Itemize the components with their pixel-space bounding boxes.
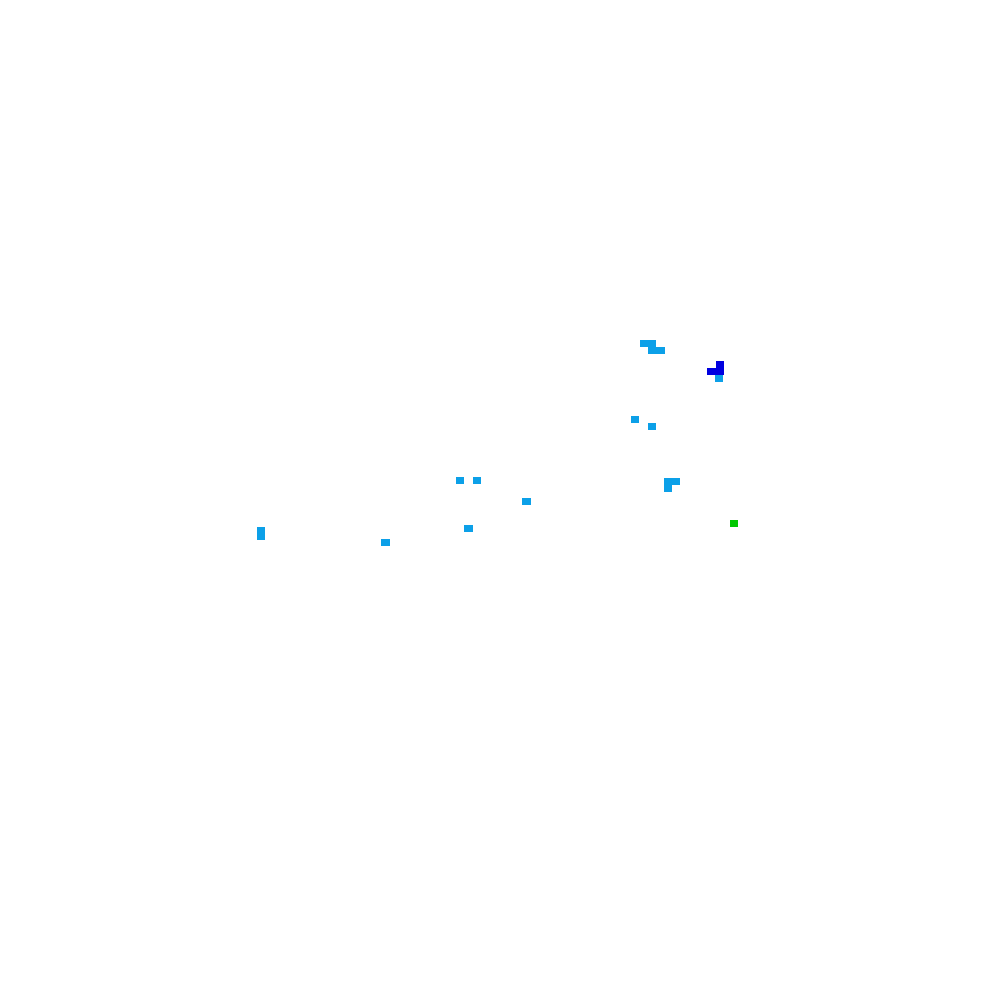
cell-light-blue: [522, 498, 531, 505]
cell-light-blue: [381, 539, 390, 546]
cell-light-blue: [473, 477, 481, 484]
cell-green: [730, 520, 738, 527]
cell-light-blue: [715, 375, 723, 382]
cell-light-blue: [648, 423, 656, 430]
cell-light-blue: [640, 340, 656, 347]
cell-light-blue: [257, 527, 265, 540]
cell-dark-blue: [707, 368, 724, 375]
cell-light-blue: [456, 477, 464, 484]
cell-light-blue: [464, 525, 473, 532]
cell-light-blue: [631, 416, 639, 423]
cell-light-blue: [648, 347, 665, 354]
cell-dark-blue: [716, 361, 724, 368]
cell-light-blue: [664, 485, 672, 492]
cell-light-blue: [664, 478, 680, 485]
